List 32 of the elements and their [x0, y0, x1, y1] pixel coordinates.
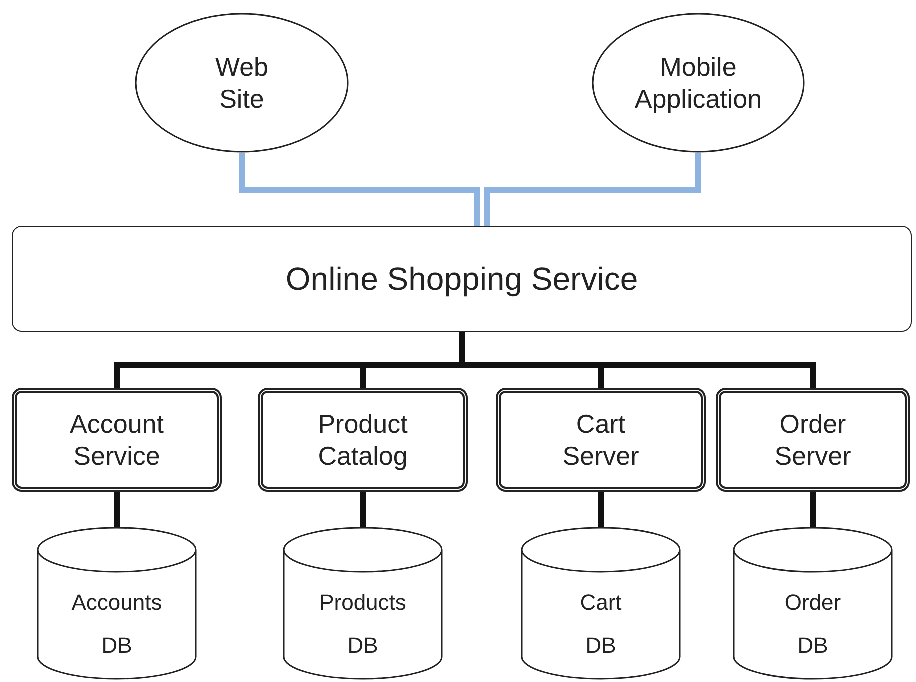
node-label: Products	[320, 589, 406, 616]
database-cylinder	[521, 527, 681, 680]
node-label: Cart Server	[562, 408, 640, 472]
node-label: DB	[798, 632, 828, 659]
service-box	[12, 388, 222, 492]
service-box	[716, 388, 910, 492]
node-label: Online Shopping Service	[284, 260, 640, 299]
node-label: DB	[102, 632, 132, 659]
database-cylinder	[733, 527, 893, 680]
service-box	[496, 388, 706, 492]
connector-line	[598, 492, 604, 527]
database-cylinder	[37, 527, 197, 680]
service-box	[12, 226, 912, 332]
node-label: Cart	[580, 589, 622, 616]
node-label: Web Site	[214, 50, 270, 116]
node-label: DB	[348, 632, 378, 659]
client-ellipse	[135, 13, 349, 153]
node-label: Mobile Application	[634, 50, 764, 116]
connector-line	[114, 492, 120, 527]
service-box	[258, 388, 468, 492]
client-ellipse	[592, 13, 805, 153]
connector-line	[360, 492, 366, 527]
node-label: Product Catalog	[317, 408, 409, 472]
node-label: Order	[784, 589, 842, 616]
node-label: Accounts	[72, 589, 162, 616]
node-label: Order Server	[774, 408, 852, 472]
connector-line	[239, 153, 480, 226]
connector-line	[810, 492, 816, 527]
connector-line	[484, 153, 702, 226]
node-label: Account Service	[69, 408, 165, 472]
node-label: DB	[586, 632, 616, 659]
database-cylinder	[283, 527, 443, 680]
